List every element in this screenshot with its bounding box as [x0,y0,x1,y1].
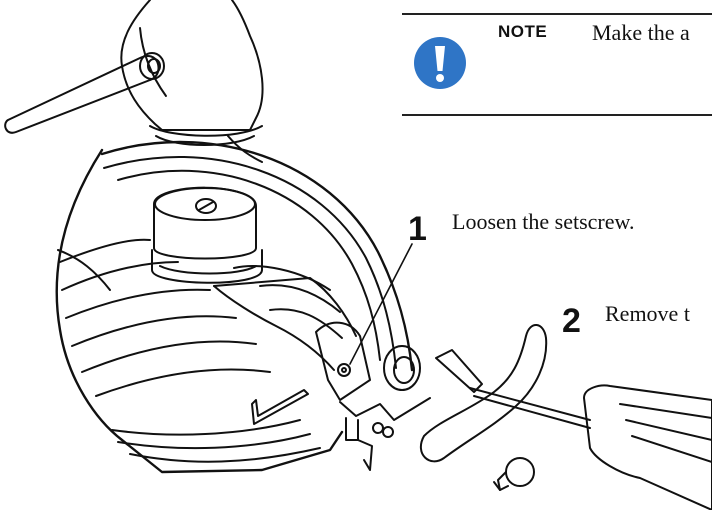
exclamation-icon [414,37,466,89]
step-2-number: 2 [562,302,581,340]
screwdriver [435,349,712,510]
lever-handle [419,324,548,463]
allen-key-icon [251,389,309,425]
note-label: NOTE [498,22,548,41]
step-2-text: Remove t [605,301,690,326]
upper-housing [120,0,264,131]
note-top-rule [402,13,712,15]
plug-cap [493,457,535,491]
note-bottom-rule [402,114,712,116]
setscrew-boss [315,321,371,401]
knob [151,186,263,284]
arched-guard [100,140,414,372]
cable [4,55,160,134]
step-1-text: Loosen the setscrew. [452,209,635,234]
note-text: Make the a [592,20,690,45]
eyelet [383,345,421,391]
base-body [55,148,344,474]
step-1-number: 1 [408,210,427,248]
leader-line-1 [349,243,413,365]
